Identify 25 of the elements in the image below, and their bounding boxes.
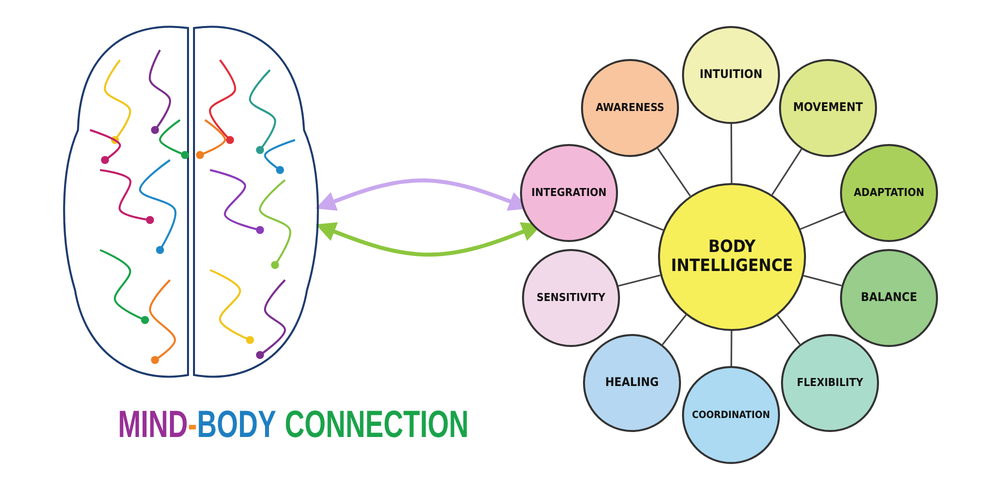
center-label: BODY INTELLIGENCE	[670, 238, 794, 276]
title-word: CONNECTION	[284, 404, 469, 447]
concept-label: SENSITIVITY	[536, 292, 606, 304]
concept-label: INTUITION	[698, 68, 764, 82]
connector-line	[662, 314, 687, 346]
concept-label: AWARENESS	[594, 102, 666, 114]
concept-label: COORDINATION	[690, 410, 771, 420]
title-word: MIND	[118, 404, 188, 447]
connector-line	[776, 314, 801, 345]
connector-line	[618, 274, 660, 287]
connector-line	[730, 124, 732, 183]
connector-line	[771, 148, 802, 196]
concept-label: INTEGRATION	[530, 186, 608, 200]
concept-label: ADAPTATION	[852, 186, 926, 200]
connector-line	[657, 148, 691, 196]
title-word: -	[188, 404, 198, 447]
concept-label: MOVEMENT	[792, 101, 864, 115]
concept-label: BALANCE	[860, 291, 918, 305]
concept-label: HEALING	[604, 376, 660, 390]
connector-line	[614, 210, 664, 231]
concept-label: FLEXIBILITY	[796, 376, 864, 390]
connector-line	[730, 331, 732, 366]
connector-line	[800, 210, 844, 230]
connector-line	[803, 274, 842, 286]
title-word: BODY	[197, 404, 276, 447]
